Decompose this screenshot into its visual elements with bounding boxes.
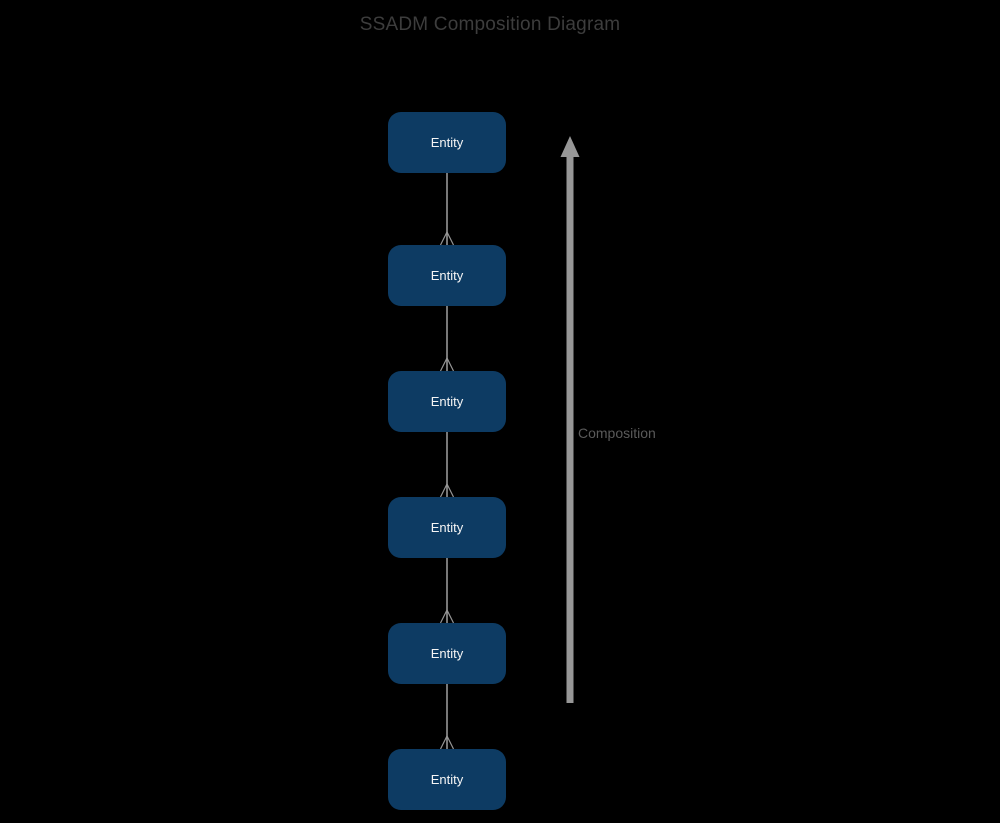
crows-foot-icon [439, 735, 455, 750]
entity-label: Entity [430, 646, 464, 661]
crows-foot-icon [439, 483, 455, 498]
entity-label: Entity [430, 394, 464, 409]
connector [439, 173, 455, 246]
entity-node: Entity [388, 112, 506, 173]
connector [439, 558, 455, 624]
entity-label: Entity [430, 520, 464, 535]
entity-node: Entity [388, 371, 506, 432]
arrow-up-icon [560, 136, 580, 157]
entity-label: Entity [430, 268, 464, 283]
entity-node: Entity [388, 497, 506, 558]
connector [439, 306, 455, 372]
entity-node: Entity [388, 245, 506, 306]
composition-label: Composition [578, 425, 656, 441]
crows-foot-icon [439, 609, 455, 624]
entity-label: Entity [430, 135, 464, 150]
entity-node: Entity [388, 749, 506, 810]
entity-node: Entity [388, 623, 506, 684]
crows-foot-icon [439, 357, 455, 372]
crows-foot-icon [439, 231, 455, 246]
page-title: SSADM Composition Diagram [359, 14, 621, 35]
composition-arrow [560, 136, 580, 703]
connector [439, 684, 455, 750]
entity-label: Entity [430, 772, 464, 787]
connector [439, 432, 455, 498]
